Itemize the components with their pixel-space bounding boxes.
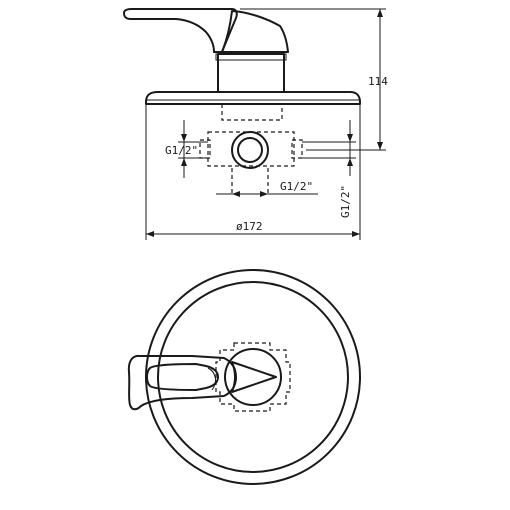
- label-height: 114: [368, 75, 388, 88]
- lever-handle-top: [127, 354, 237, 411]
- label-thread-bottom: G1/2": [280, 180, 313, 193]
- label-diameter: ø172: [236, 220, 263, 233]
- escutcheon-inner-circle: [157, 281, 349, 473]
- lever-grip-highlight: [207, 367, 216, 391]
- cartridge-collar: [215, 53, 287, 61]
- lever-handle-side: [123, 8, 238, 53]
- outlet-port-inner: [237, 137, 263, 163]
- dim-thread-right: G1/2": [302, 120, 356, 218]
- top-view: [127, 269, 361, 485]
- side-view: G1/2" G1/2" G1/2" 114: [123, 8, 388, 240]
- label-thread-right: G1/2": [339, 185, 352, 218]
- dim-thread-left: G1/2": [165, 120, 208, 178]
- hidden-port-right: [291, 139, 303, 159]
- cartridge-circle: [224, 348, 282, 406]
- hub-indicator-triangle: [231, 361, 277, 393]
- hidden-stem: [221, 104, 283, 121]
- dim-diameter: ø172: [145, 104, 361, 240]
- lever-hub: [221, 10, 289, 53]
- dim-thread-bottom: G1/2": [216, 180, 318, 197]
- hidden-valve-outline: [215, 342, 291, 412]
- dim-height: 114: [240, 8, 388, 151]
- label-thread-left: G1/2": [165, 144, 198, 157]
- escutcheon-plate: [145, 91, 361, 105]
- outlet-port-outer: [231, 131, 269, 169]
- hidden-port-left: [199, 139, 211, 159]
- escutcheon-outer-circle: [145, 269, 361, 485]
